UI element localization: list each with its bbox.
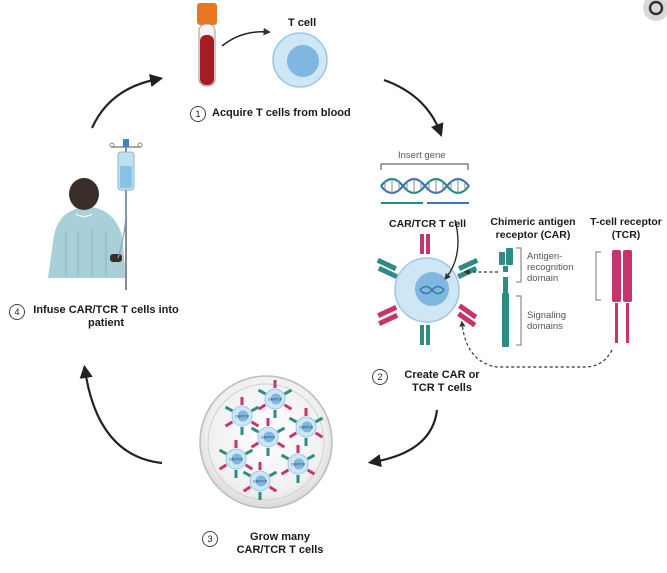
patient-icon <box>48 178 126 278</box>
dish-car-t-cell: CAR/TCR <box>224 397 260 435</box>
dish-car-t-cell: CAR/TCR <box>218 440 254 478</box>
cycle-arrow-2-to-3 <box>367 409 439 468</box>
iv-stand-icon <box>109 139 143 290</box>
step-3: 3 Grow many CAR/TCR T cells <box>202 531 336 557</box>
car-tcr-t-cell-label: CAR/TCR T cell <box>389 218 467 230</box>
cycle-arrow-3-to-4 <box>79 364 163 465</box>
petri-dish-icon: CAR/TCR CAR/TCR CAR/TCR CAR/TCR CAR/TCR CAR/T… <box>199 375 333 509</box>
dish-car-t-cell: CAR/TCR <box>288 408 324 446</box>
step-text: Create CAR or TCR T cells <box>404 369 480 394</box>
cycle-arrow-4-to-1 <box>90 73 164 129</box>
brand-logo-icon <box>643 0 667 21</box>
dish-cell-label: CAR/TCR <box>291 463 306 467</box>
tcr-construct-icon <box>612 250 632 343</box>
car-title: Chimeric antigen receptor (CAR) <box>490 216 576 241</box>
step-4: 4 Infuse CAR/TCR T cells into patient <box>9 304 181 330</box>
tcr-title: T-cell receptor (TCR) <box>590 216 662 241</box>
dish-cell-label: CAR/TCR <box>235 415 250 419</box>
t-cell-label: T cell <box>288 17 317 29</box>
cycle-arrow-1-to-2 <box>383 78 444 137</box>
dna-icon <box>380 177 470 204</box>
tcr-to-cell-dashed <box>459 320 613 368</box>
tube-to-tcell-arrow <box>221 27 271 47</box>
cell-receptor <box>376 257 398 279</box>
signaling-domain-bracket <box>516 295 522 346</box>
cell-receptor <box>377 304 399 326</box>
cell-receptor <box>420 234 430 254</box>
cell-receptor <box>420 325 430 345</box>
dish-cell-label: CAR/TCR <box>229 458 244 462</box>
dish-car-t-cell: CAR/TCR <box>280 445 316 483</box>
dish-cell-label: CAR/TCR <box>268 398 283 402</box>
step-number: 1 <box>190 106 206 122</box>
step-2: 2 Create CAR or TCR T cells <box>372 369 490 395</box>
insert-gene-label: Insert gene <box>398 150 446 161</box>
dish-cell-label: CAR/TCR <box>253 480 268 484</box>
antigen-domain-label: Antigen-recognition domain <box>527 251 574 284</box>
car-construct-icon <box>499 248 513 347</box>
signaling-domains-label: Signaling domains <box>527 310 567 332</box>
dish-cell-label: CAR/TCR <box>299 426 314 430</box>
tcr-bracket <box>595 251 601 301</box>
step-number: 3 <box>202 531 218 547</box>
step-text: Infuse CAR/TCR T cells into patient <box>33 304 179 329</box>
cell-receptor <box>457 303 478 328</box>
blood-tube-icon <box>197 3 217 87</box>
step-1: 1 Acquire T cells from blood <box>190 106 351 122</box>
step-number: 2 <box>372 369 388 385</box>
dish-car-t-cell: CAR/TCR <box>250 418 286 456</box>
step-text: Acquire T cells from blood <box>212 107 351 119</box>
dish-car-t-cell: CAR/TCR <box>257 380 293 418</box>
dish-cell-label: CAR/TCR <box>261 436 276 440</box>
step-number: 4 <box>9 304 25 320</box>
gene-into-cell-arrow <box>444 219 459 281</box>
car-t-cell-icon <box>376 234 479 345</box>
antigen-domain-bracket <box>516 247 522 283</box>
cell-receptor <box>457 257 479 279</box>
t-cell-icon <box>272 32 328 88</box>
dish-car-t-cell: CAR/TCR <box>242 462 278 500</box>
insert-gene-bracket <box>380 163 469 170</box>
step-text: Grow many CAR/TCR T cells <box>236 531 324 556</box>
